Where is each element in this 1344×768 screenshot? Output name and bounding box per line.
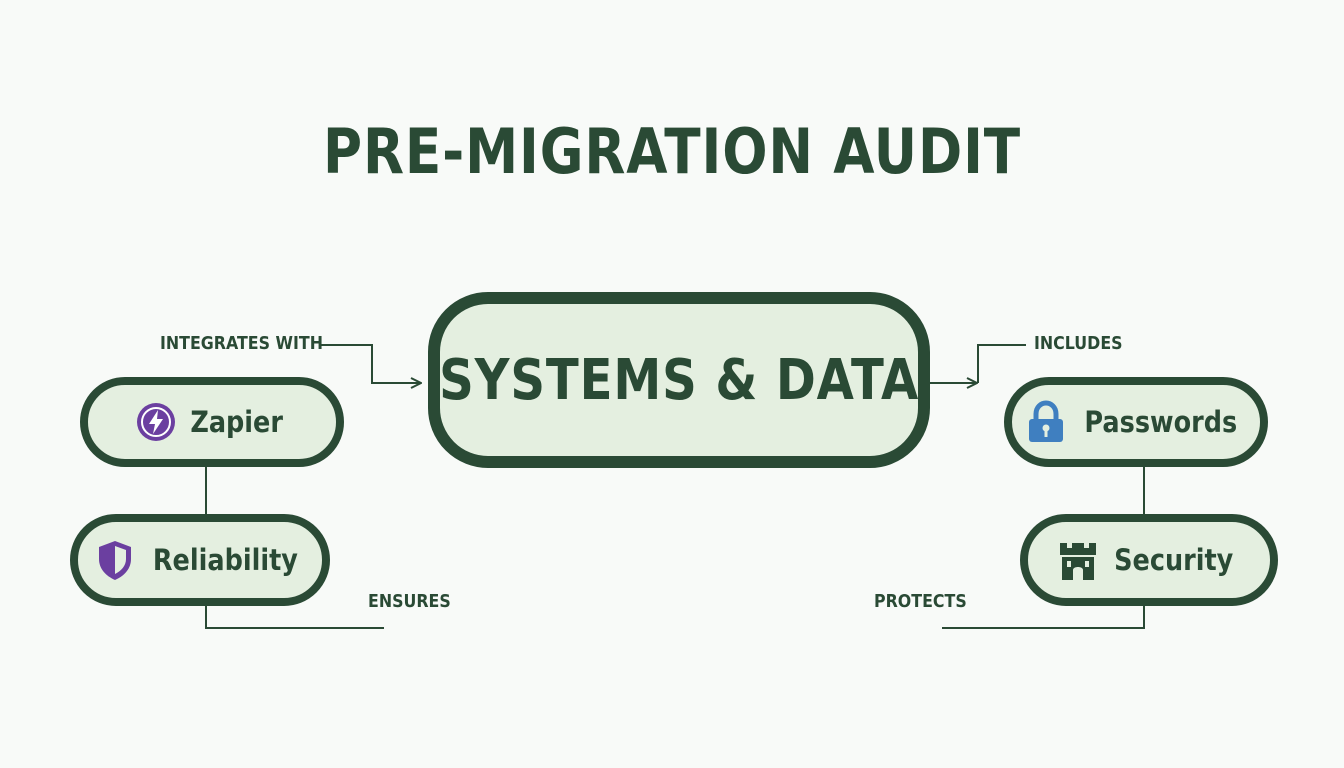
diagram-title: PRE-MIGRATION AUDIT bbox=[323, 115, 1021, 188]
edge-label-includes: INCLUDES bbox=[1034, 333, 1123, 354]
node-passwords: Passwords bbox=[1004, 377, 1268, 467]
node-zapier-label: Zapier bbox=[190, 405, 284, 439]
node-reliability: Reliability bbox=[70, 514, 330, 606]
node-zapier: Zapier bbox=[80, 377, 344, 467]
padlock-icon bbox=[1024, 400, 1068, 444]
castle-tower-icon bbox=[1056, 538, 1100, 582]
edge-label-ensures: ENSURES bbox=[368, 591, 451, 612]
node-reliability-label: Reliability bbox=[152, 543, 298, 577]
node-security: Security bbox=[1020, 514, 1278, 606]
connector-includes-branch bbox=[977, 344, 1026, 383]
edge-label-integrates-with: INTEGRATES WITH bbox=[160, 333, 323, 354]
shield-icon bbox=[93, 538, 137, 582]
center-node-systems-data: SYSTEMS & DATA bbox=[428, 292, 930, 468]
node-security-label: Security bbox=[1114, 543, 1234, 577]
zapier-bolt-icon bbox=[134, 400, 178, 444]
connector-integrates-with bbox=[320, 344, 420, 383]
node-passwords-label: Passwords bbox=[1084, 405, 1238, 439]
center-node-label: SYSTEMS & DATA bbox=[438, 347, 920, 413]
connector-protects bbox=[942, 606, 1145, 629]
edge-label-protects: PROTECTS bbox=[874, 591, 967, 612]
connector-ensures bbox=[205, 606, 384, 629]
